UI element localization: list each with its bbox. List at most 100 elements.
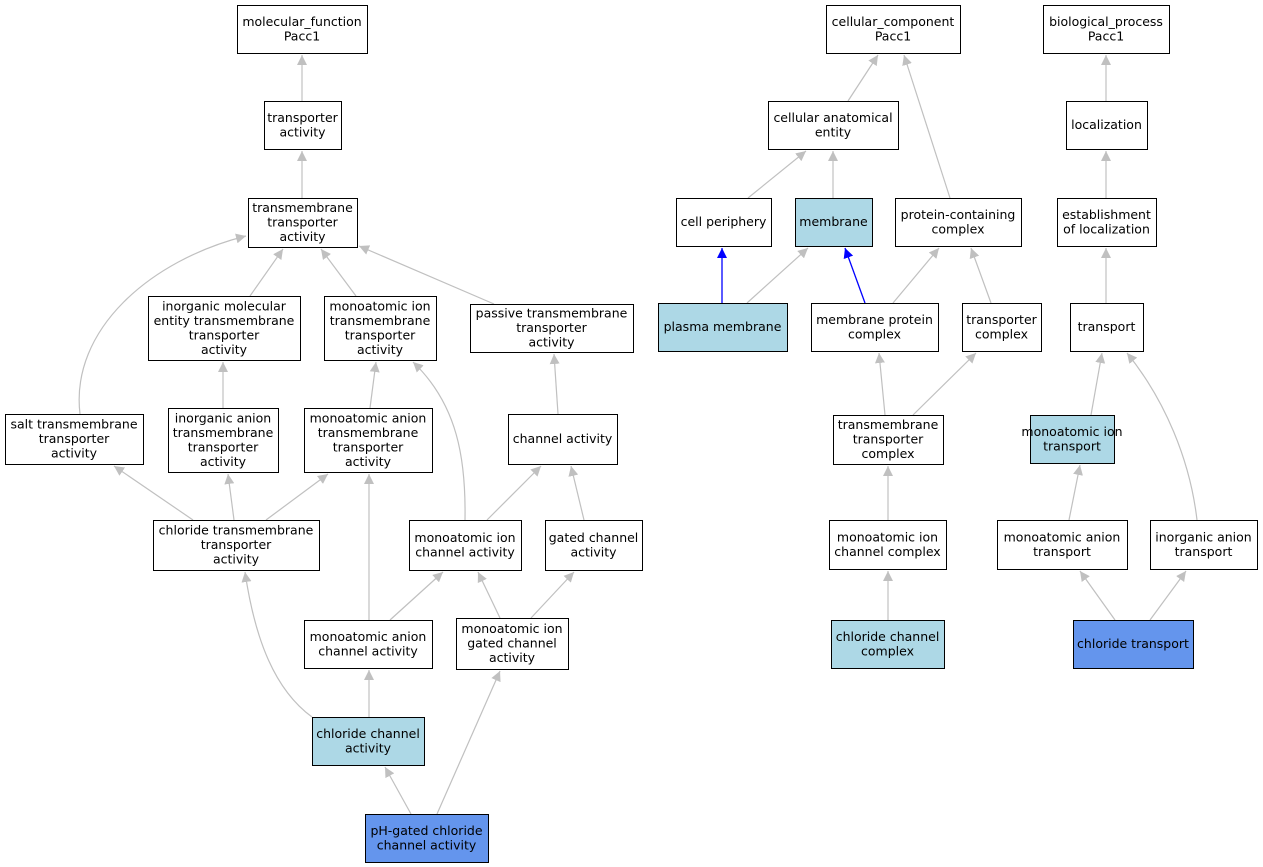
- edge-monoanion_channel-to-monoion_channel: [389, 571, 444, 621]
- node-box: [1073, 620, 1194, 669]
- edge-monoion_channel-to-monoion_tm: [412, 361, 466, 521]
- node-chloride_tm[interactable]: chloride transmembranetransporteractivit…: [153, 520, 320, 571]
- node-label-line: of localization: [1063, 221, 1150, 236]
- node-box: [658, 303, 788, 352]
- node-label-line: monoatomic anion: [1004, 529, 1121, 544]
- node-label-line: transporter: [966, 312, 1037, 327]
- node-label-line: channel complex: [834, 544, 940, 559]
- node-plasma_membrane[interactable]: plasma membrane: [658, 303, 788, 352]
- node-label-line: transport: [1043, 438, 1101, 453]
- node-box: [811, 303, 939, 352]
- node-label-line: complex: [932, 221, 985, 236]
- node-monoanion_tm[interactable]: monoatomic aniontransmembranetransporter…: [304, 408, 433, 473]
- node-label-line: Pacc1: [875, 28, 911, 43]
- node-transport[interactable]: transport: [1070, 303, 1144, 352]
- node-box: [1030, 415, 1115, 464]
- edge-membrane_protein_complex-to-protein_complex: [892, 247, 940, 304]
- node-label-line: Pacc1: [1088, 28, 1124, 43]
- node-label-line: monoatomic ion: [837, 529, 938, 544]
- edge-chloride_tm-to-salt_tm: [113, 465, 194, 521]
- node-box: [365, 814, 489, 863]
- node-inorg_anion_tm[interactable]: inorganic aniontransmembranetransportera…: [168, 408, 279, 473]
- node-monoion_tm[interactable]: monoatomic iontransmembranetransporterac…: [324, 296, 437, 361]
- node-label-line: monoatomic ion: [461, 621, 562, 636]
- node-box: [456, 618, 569, 670]
- node-membrane[interactable]: membrane: [795, 198, 873, 247]
- node-label-line: activity: [570, 544, 617, 559]
- node-label-line: transmembrane: [252, 200, 353, 215]
- node-label-line: chloride channel: [316, 726, 420, 741]
- node-box: [1057, 198, 1157, 247]
- node-box: [312, 717, 425, 766]
- edge-chloride_transport-to-monoanion_transport: [1079, 570, 1116, 621]
- node-box: [676, 198, 772, 247]
- edge-tm_transporter_complex-to-transporter_complex: [912, 352, 977, 416]
- node-label-line: passive transmembrane: [476, 306, 628, 321]
- edge-monoion_gated-to-gated_channel: [530, 571, 575, 619]
- node-label-line: monoatomic anion: [310, 410, 427, 425]
- node-box: [1150, 520, 1258, 570]
- node-label-line: entity transmembrane: [154, 313, 295, 328]
- node-box: [831, 620, 945, 669]
- node-label-line: gated channel: [549, 530, 639, 545]
- node-label-line: transporter: [345, 327, 416, 342]
- node-label-line: membrane: [799, 214, 868, 229]
- edge-membrane_protein_complex-to-membrane: [843, 247, 866, 304]
- node-label-line: transmembrane: [330, 313, 431, 328]
- node-label-line: gated channel: [467, 636, 557, 651]
- edge-inorg_mol_tm-to-tm_transporter: [249, 248, 284, 297]
- node-chloride_transport[interactable]: chloride transport: [1073, 620, 1194, 669]
- node-label-line: transporter: [267, 110, 338, 125]
- node-label-line: protein-containing: [901, 207, 1016, 222]
- node-label-line: complex: [862, 446, 915, 461]
- edge-inorg_anion_transport-to-transport: [1126, 352, 1198, 521]
- edge-tm_transporter_complex-to-membrane_protein_complex: [874, 352, 886, 416]
- node-label-line: transporter: [333, 439, 404, 454]
- edge-chloride_channel-to-chloride_tm: [241, 571, 313, 718]
- node-label-line: chloride channel: [836, 629, 940, 644]
- edge-monoion_transport-to-transport: [1090, 352, 1106, 416]
- node-label-line: monoatomic ion: [414, 530, 515, 545]
- node-box: [264, 101, 342, 150]
- node-cell_periphery[interactable]: cell periphery: [676, 198, 772, 247]
- node-label-line: complex: [975, 326, 1028, 341]
- edge-monoanion_transport-to-monoion_transport: [1068, 464, 1083, 521]
- edge-passive_tm-to-tm_transporter: [358, 245, 495, 305]
- node-channel_activity[interactable]: channel activity: [508, 414, 618, 465]
- node-box: [304, 408, 433, 473]
- node-box: [895, 198, 1022, 247]
- node-label-line: transporter: [39, 431, 110, 446]
- node-label-line: inorganic anion: [175, 410, 271, 425]
- node-label-line: plasma membrane: [664, 319, 782, 334]
- node-localization[interactable]: localization: [1066, 101, 1148, 150]
- node-box: [5, 414, 144, 465]
- node-box: [324, 296, 437, 361]
- edge-monoanion_tm-to-monoion_tm: [369, 361, 380, 409]
- node-label-line: monoatomic anion: [310, 629, 427, 644]
